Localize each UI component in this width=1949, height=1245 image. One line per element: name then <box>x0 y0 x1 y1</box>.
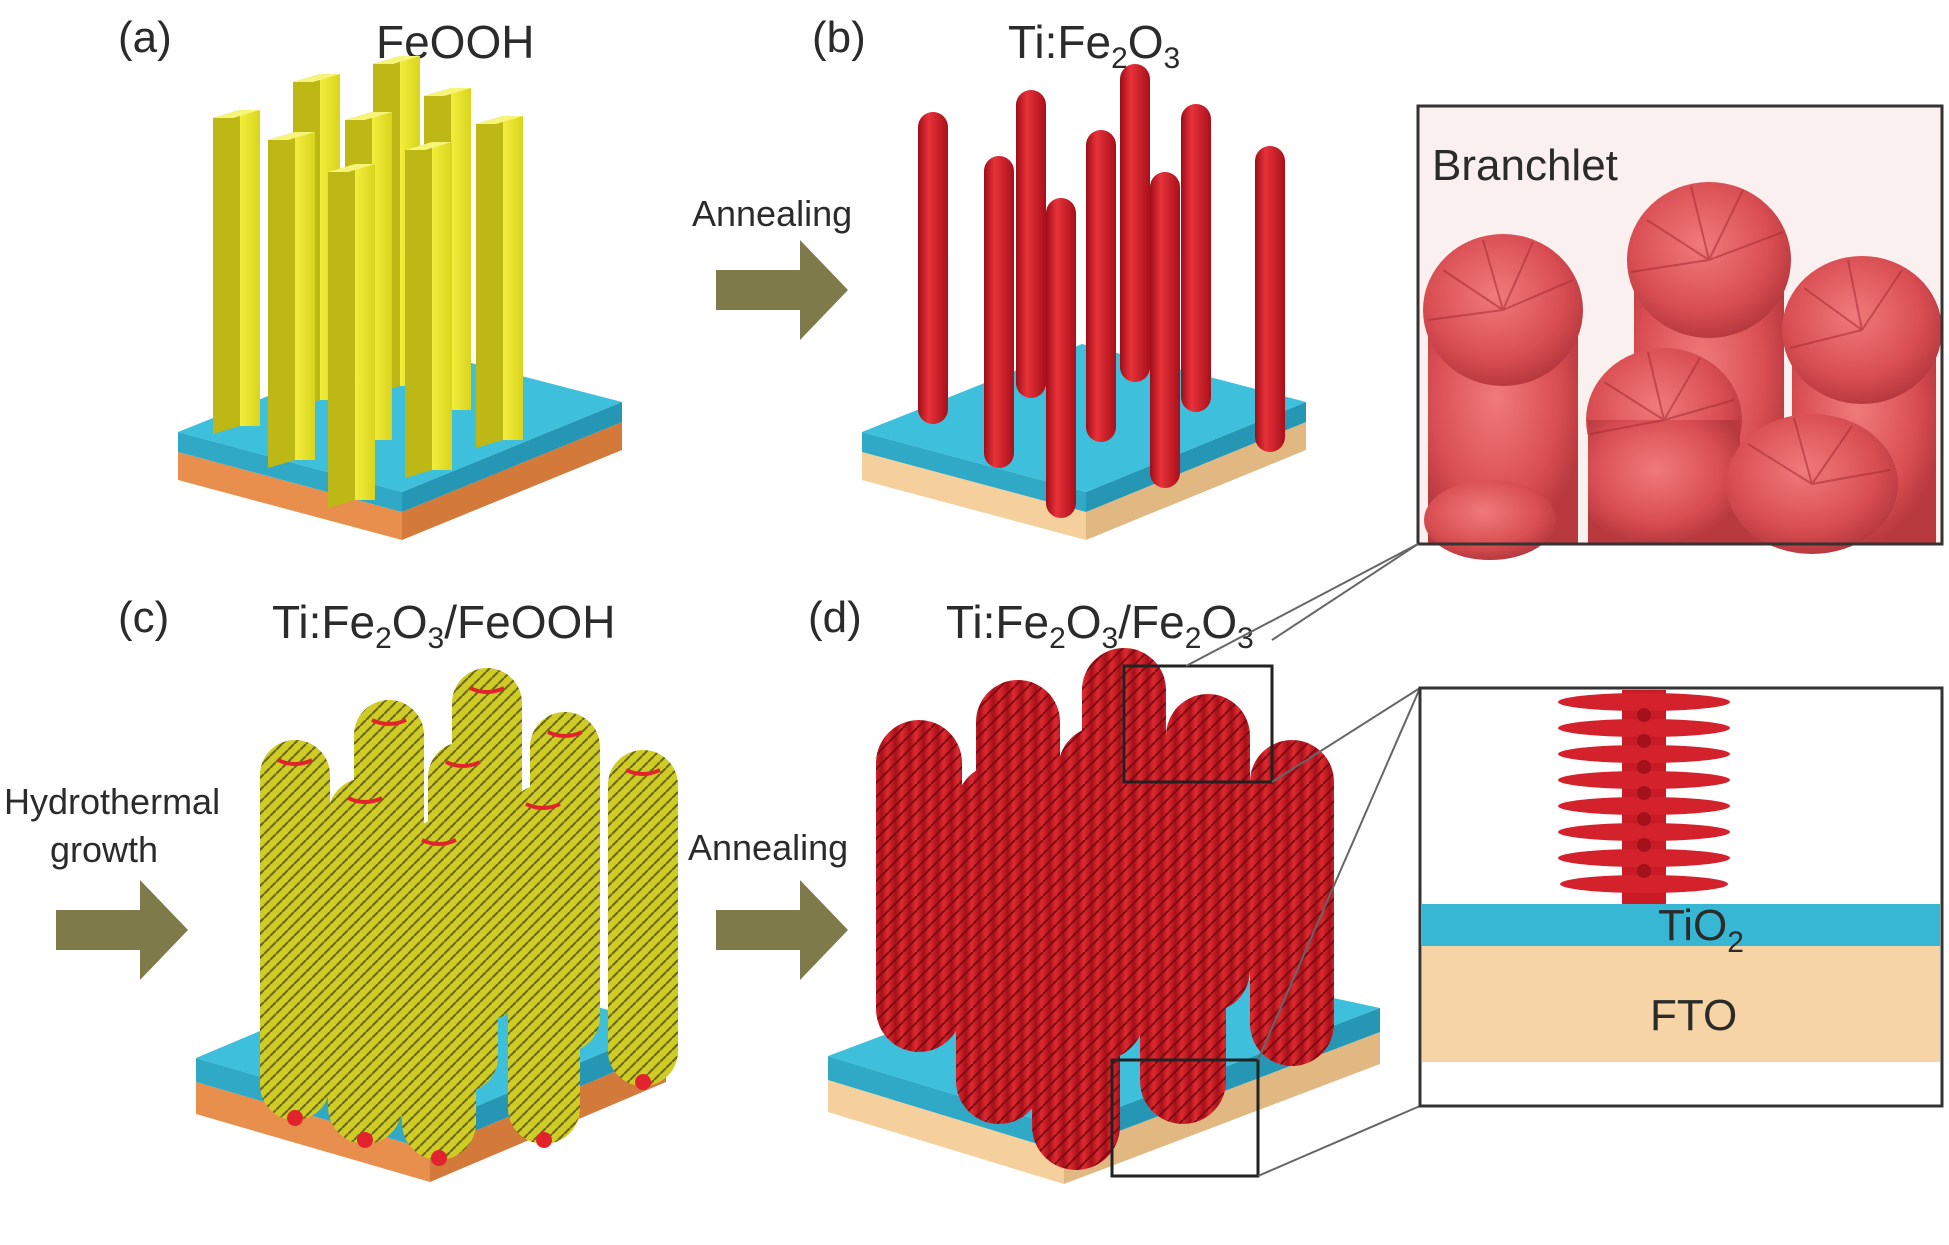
arrow-right-icon <box>716 240 848 340</box>
panel-a: (a) FeOOH <box>118 13 622 540</box>
panel-b-title-sub: 2 <box>1111 42 1128 75</box>
zoom-connectors <box>1185 543 1421 1177</box>
panel-b-title-part: O <box>1128 16 1164 68</box>
layer-inset: TiO2 FTO <box>1418 686 1944 1108</box>
annealing-label-top: Annealing <box>692 193 852 234</box>
panel-c-title: Ti:Fe2O3/FeOOH <box>272 596 615 655</box>
panel-d-title-sub: 3 <box>1237 622 1254 655</box>
fto-label: FTO <box>1650 991 1737 1040</box>
panel-c-title-sub: 3 <box>428 622 445 655</box>
hydrothermal-label: Hydrothermal <box>4 781 220 822</box>
branchlet-label: Branchlet <box>1432 141 1618 190</box>
yellow-fuzzy-rods <box>260 668 678 1166</box>
panel-a-label: (a) <box>118 13 172 62</box>
red-branched-rods <box>876 648 1334 1170</box>
panel-d-label: (d) <box>808 593 862 642</box>
panel-c-title-part: Ti:Fe <box>272 596 375 648</box>
tio2-label: TiO2 <box>1658 901 1744 959</box>
panel-d-title: Ti:Fe2O3/Fe2O3 <box>946 596 1254 655</box>
panel-b-title: Ti:Fe2O3 <box>1008 16 1180 75</box>
panel-b: (b) Ti:Fe2O3 <box>812 13 1306 540</box>
panel-c-title-part: /FeOOH <box>444 596 615 648</box>
tio2-label-main: TiO <box>1658 901 1727 950</box>
annealing-label-bottom: Annealing <box>688 827 848 868</box>
panel-c: (c) Ti:Fe2O3/FeOOH <box>118 593 678 1182</box>
branchlet-inset: Branchlet <box>1416 104 1944 560</box>
panel-d-title-sub: 3 <box>1102 622 1119 655</box>
panel-c-title-part: O <box>392 596 428 648</box>
zoom-box-top <box>1122 664 1274 784</box>
arrow-hydrothermal: Hydrothermal growth <box>4 781 220 980</box>
tio2-layer <box>1422 904 1940 946</box>
panel-c-label: (c) <box>118 593 169 642</box>
panel-d: (d) Ti:Fe2O3/Fe2O3 <box>808 593 1380 1184</box>
panel-d-title-part: O <box>1066 596 1102 648</box>
panel-b-title-sub: 3 <box>1164 42 1181 75</box>
panel-d-title-part: Ti:Fe <box>946 596 1049 648</box>
arrow-right-icon <box>56 880 188 980</box>
feooh-rods <box>213 56 523 508</box>
urchin-cluster <box>1423 182 1942 560</box>
arrow-right-icon <box>716 880 848 980</box>
panel-c-title-sub: 2 <box>375 622 392 655</box>
arrow-c-to-d: Annealing <box>688 827 848 980</box>
zoom-box-bottom <box>1110 1058 1260 1178</box>
arrow-a-to-b: Annealing <box>692 193 852 340</box>
panel-b-title-part: Ti:Fe <box>1008 16 1111 68</box>
growth-label: growth <box>50 829 158 870</box>
hematite-rods <box>918 64 1285 518</box>
panel-b-label: (b) <box>812 13 866 62</box>
fto-layer <box>1422 946 1940 1062</box>
panel-d-title-sub: 2 <box>1049 622 1066 655</box>
panel-d-title-sub: 2 <box>1185 622 1202 655</box>
panel-d-title-part: /Fe <box>1118 596 1184 648</box>
branched-rod-cross-section <box>1558 690 1730 904</box>
tio2-label-sub: 2 <box>1727 926 1744 959</box>
panel-d-title-part: O <box>1201 596 1237 648</box>
